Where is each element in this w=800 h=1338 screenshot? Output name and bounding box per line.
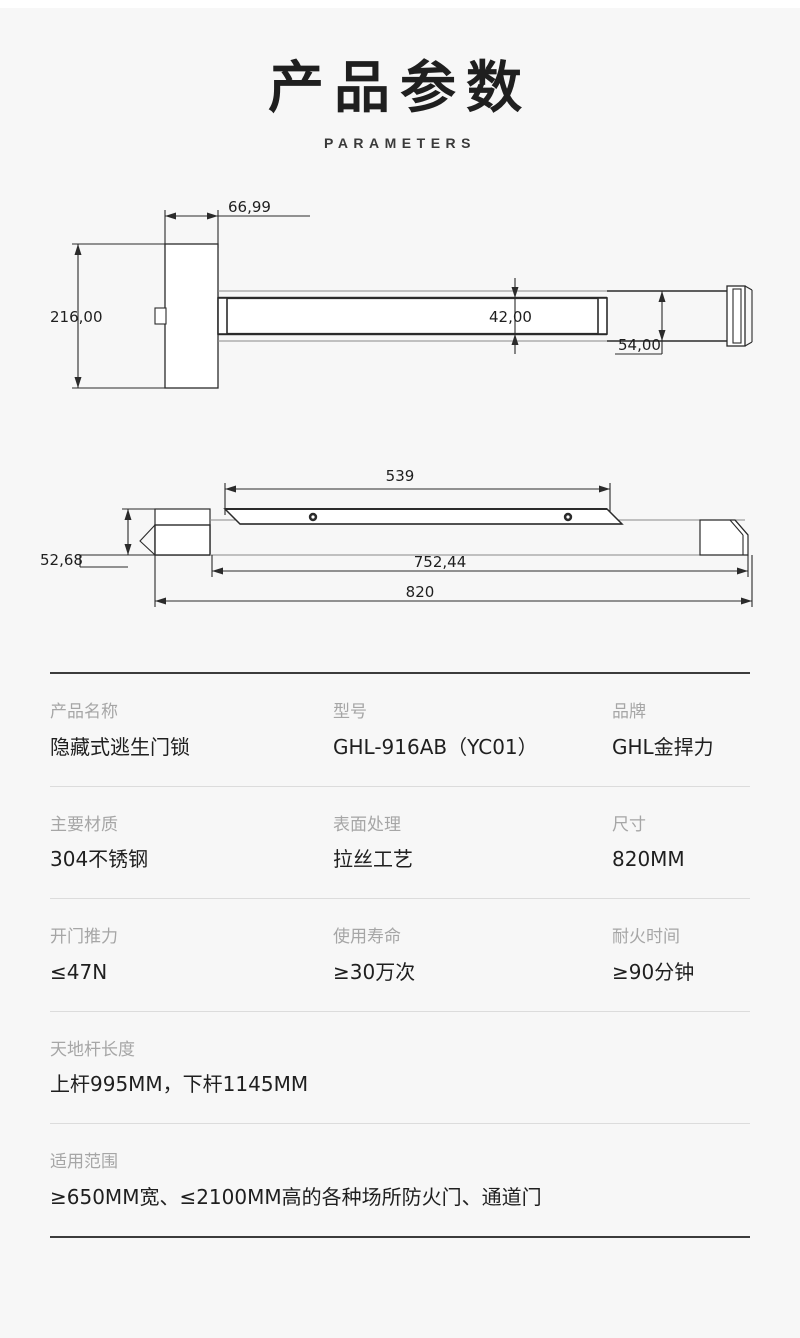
spec-cell: 适用范围 ≥650MM宽、≤2100MM高的各种场所防火门、通道门: [50, 1150, 750, 1212]
spec-value: 304不锈钢: [50, 847, 149, 871]
spec-value: ≤47N: [50, 959, 108, 984]
spec-cell: 使用寿命 ≥30万次: [333, 925, 612, 987]
spec-cell: 品牌 GHL金捍力: [612, 700, 750, 762]
spec-label: 适用范围: [50, 1152, 118, 1172]
side-profile-drawing: 539 52,68 752,44 820: [40, 467, 753, 607]
spec-label: 主要材质: [50, 814, 118, 835]
page-subtitle: PARAMETERS: [324, 134, 476, 151]
spec-value: ≥650MM宽、≤2100MM高的各种场所防火门、通道门: [50, 1184, 542, 1209]
dim-label-plate-width: 66,99: [228, 198, 271, 216]
spec-value: 820MM: [612, 847, 685, 871]
spec-label: 天地杆长度: [50, 1039, 135, 1060]
spec-cell: 耐火时间 ≥90分钟: [612, 925, 750, 987]
spec-value: 拉丝工艺: [333, 847, 413, 871]
dim-label-plate-height: 216,00: [50, 308, 103, 326]
spec-cell: 天地杆长度上杆995MM，下杆1145MM: [50, 1038, 750, 1100]
spec-cell: 尺寸 820MM: [612, 813, 750, 875]
top-white-strip: [0, 0, 800, 8]
spec-cell: 主要材质 304不锈钢: [50, 813, 333, 875]
dim-label-push-bar-length: 539: [386, 467, 415, 485]
spec-value: GHL金捍力: [612, 734, 714, 759]
spec-cell: 表面处理拉丝工艺: [333, 813, 612, 875]
spec-label: 品牌: [612, 702, 646, 722]
spec-row: 适用范围 ≥650MM宽、≤2100MM高的各种场所防火门、通道门: [50, 1124, 750, 1236]
page-header: 产品参数 PARAMETERS: [0, 56, 800, 151]
spec-label: 表面处理: [333, 814, 401, 835]
spec-cell: 产品名称隐藏式逃生门锁: [50, 700, 333, 762]
spec-cell: 型号 GHL-916AB（YC01）: [333, 700, 612, 762]
spec-value: ≥90分钟: [612, 959, 695, 984]
spec-cell: 开门推力 ≤47N: [50, 925, 333, 987]
dim-label-bar-height: 42,00: [489, 308, 532, 326]
front-elevation-drawing: 66,99 216,00 42,00 54,00: [50, 198, 753, 389]
spec-value: 上杆995MM，下杆1145MM: [50, 1072, 309, 1096]
dim-label-overall-length: 820: [406, 583, 435, 601]
spec-value: 隐藏式逃生门锁: [50, 734, 190, 759]
spec-label: 开门推力: [50, 927, 118, 947]
dim-label-end-height: 54,00: [618, 336, 661, 354]
page-title: 产品参数: [268, 56, 532, 121]
spec-label: 使用寿命: [333, 927, 401, 947]
spec-value: ≥30万次: [333, 959, 416, 984]
spec-label: 耐火时间: [612, 927, 680, 947]
dim-label-inner-length: 752,44: [414, 553, 467, 571]
spec-label: 尺寸: [612, 814, 646, 835]
spec-row: 开门推力 ≤47N 使用寿命 ≥30万次 耐火时间 ≥90分钟: [50, 899, 750, 1012]
dim-label-profile-height: 52,68: [40, 551, 83, 569]
spec-value: GHL-916AB（YC01）: [333, 734, 538, 759]
spec-label: 型号: [333, 702, 367, 722]
spec-label: 产品名称: [50, 702, 118, 722]
spec-row: 天地杆长度上杆995MM，下杆1145MM: [50, 1012, 750, 1124]
